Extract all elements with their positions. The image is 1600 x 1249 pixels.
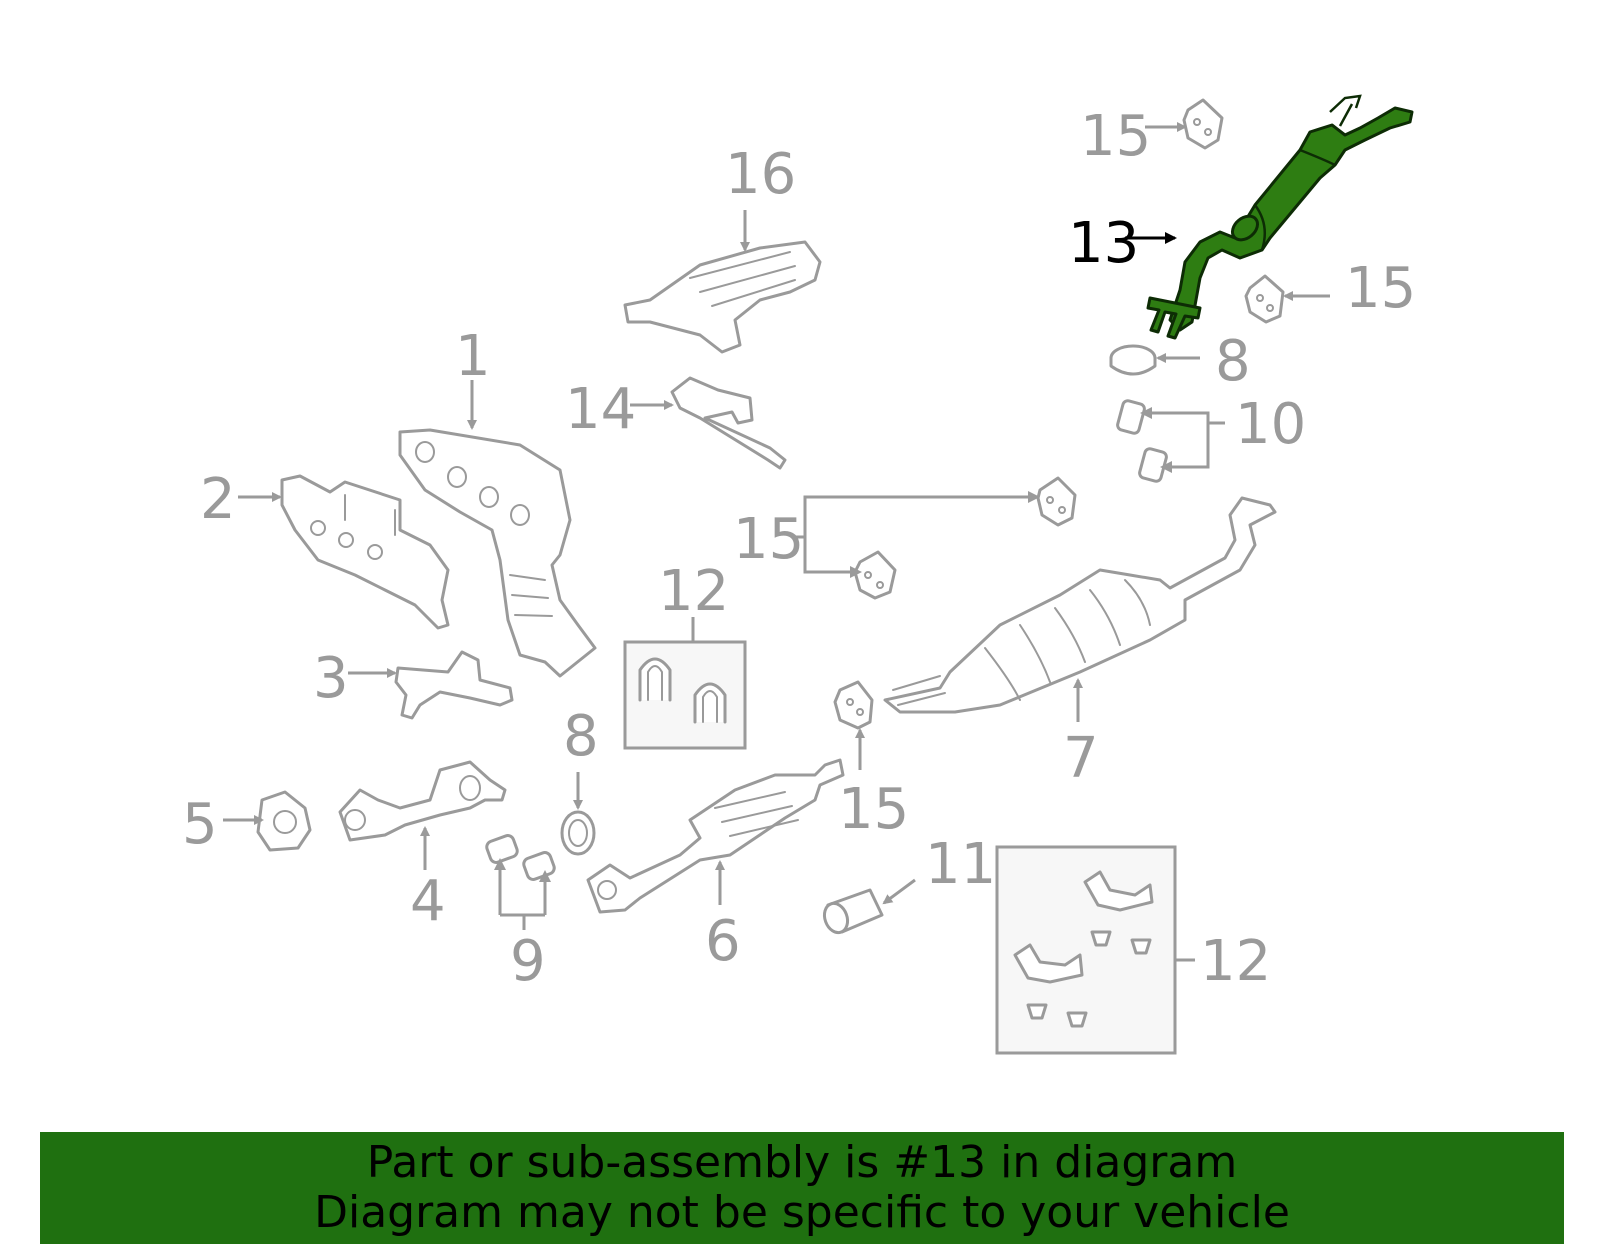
part-9-nuts[interactable]: [485, 834, 556, 881]
part-14-bracket[interactable]: [670, 376, 787, 470]
callout-14: 14: [565, 377, 636, 442]
callout-16: 16: [725, 142, 796, 207]
banner-line-1: Part or sub-assembly is #13 in diagram: [366, 1137, 1238, 1188]
part-12-hanger-kit-box[interactable]: [995, 845, 1177, 1055]
arrowhead-9b: [539, 870, 551, 882]
arrowhead-10a: [1140, 407, 1152, 419]
part-13-tail-pipe-muffler[interactable]: [1146, 94, 1414, 340]
callout-10: 10: [1235, 392, 1306, 457]
callout-8-lower: 8: [563, 704, 599, 769]
callout-12-left: 12: [658, 559, 729, 624]
leader-9: [498, 868, 547, 930]
part-15-hanger-mid-a[interactable]: [853, 550, 897, 600]
leader-15-mid: [803, 495, 1030, 574]
callout-15-right: 15: [1345, 256, 1416, 321]
callout-15-lower: 15: [838, 777, 909, 842]
part-1-exhaust-manifold[interactable]: [398, 428, 597, 678]
arrowhead-9a: [494, 858, 506, 870]
callout-11: 11: [925, 832, 996, 897]
part-15-hanger-mid-b[interactable]: [1036, 476, 1077, 527]
callout-6: 6: [705, 909, 741, 974]
info-banner: Part or sub-assembly is #13 in diagram D…: [40, 1132, 1564, 1244]
callout-15-mid: 15: [733, 507, 804, 572]
part-11-tailpipe-tip[interactable]: [821, 888, 884, 936]
callout-3: 3: [313, 646, 349, 711]
part-3-support-bracket[interactable]: [394, 650, 514, 720]
part-16-heat-shield[interactable]: [623, 240, 822, 354]
part-8-gasket-upper[interactable]: [1109, 344, 1157, 376]
banner-line-2: Diagram may not be specific to your vehi…: [314, 1187, 1290, 1238]
part-15-hanger-right[interactable]: [1244, 274, 1285, 324]
part-6-catalytic-converter[interactable]: [586, 758, 845, 914]
leader-10: [1150, 411, 1225, 469]
part-12-ubolt-kit-box[interactable]: [623, 640, 747, 750]
callout-4: 4: [410, 869, 446, 934]
leader-11: [882, 878, 916, 905]
callout-12-right: 12: [1200, 929, 1271, 994]
arrowhead-10b: [1160, 461, 1172, 473]
callout-2: 2: [200, 467, 236, 532]
part-8-ring-gasket-lower[interactable]: [560, 810, 596, 856]
part-15-hanger-mid-lower[interactable]: [833, 680, 874, 730]
part-7-center-muffler[interactable]: [883, 496, 1277, 714]
part-5-flange-gasket[interactable]: [256, 790, 312, 852]
part-4-front-pipe[interactable]: [338, 760, 507, 842]
callout-5: 5: [182, 792, 218, 857]
callout-7: 7: [1063, 726, 1099, 791]
part-2-manifold-heat-insulator[interactable]: [280, 474, 450, 630]
arrowhead-15-mid-a: [1028, 491, 1040, 503]
arrowhead-15-mid-b: [850, 566, 862, 578]
callout-8-upper: 8: [1215, 329, 1251, 394]
part-15-hanger-top[interactable]: [1182, 98, 1224, 150]
callout-1: 1: [455, 324, 491, 389]
callout-15-top: 15: [1080, 104, 1151, 169]
callout-13: 13: [1068, 211, 1139, 276]
callout-9: 9: [510, 929, 546, 994]
